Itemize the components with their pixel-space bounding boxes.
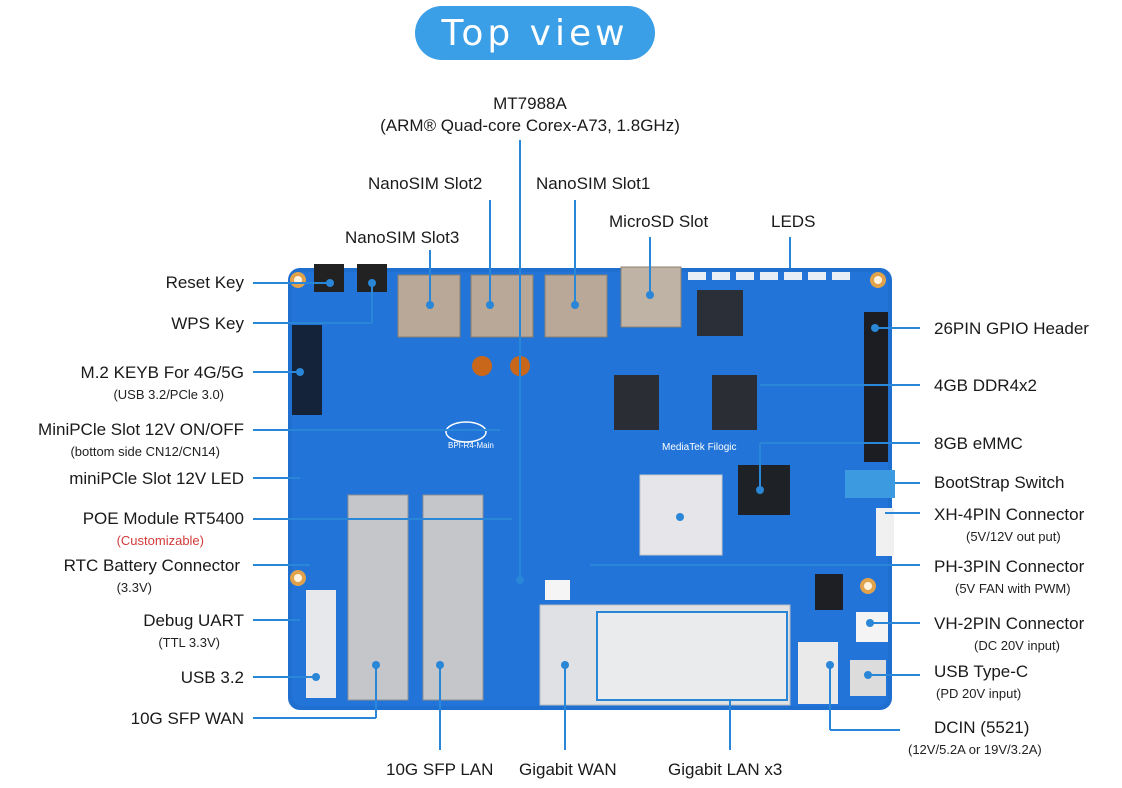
callout-lines: [253, 140, 920, 750]
title-text: Top view: [441, 12, 629, 54]
title-pill: Top view: [415, 6, 655, 60]
fan-connector: [545, 580, 570, 600]
callout-gpio: 26PIN GPIO Header: [934, 319, 1089, 338]
bootstrap-switch: [845, 470, 895, 498]
callout-rtc: RTC Battery Connector: [63, 556, 240, 575]
ddr-chip-1: [614, 375, 659, 430]
model-text: BPI-R4-Main: [448, 441, 494, 450]
callout-gbe-lan: Gigabit LAN x3: [668, 760, 783, 779]
chip-u10: [697, 290, 743, 336]
sfp-wan-cage: [347, 494, 409, 701]
sfp-lan-cage: [422, 494, 484, 701]
reset-key: [314, 264, 344, 292]
callout-xh4-sub: (5V/12V out put): [966, 529, 1061, 544]
callout-ddr: 4GB DDR4x2: [934, 376, 1037, 395]
gpio-header: [864, 312, 888, 462]
callout-microsd: MicroSD Slot: [609, 212, 709, 231]
callout-ph3-sub: (5V FAN with PWM): [955, 581, 1071, 596]
inductor-101: [815, 574, 843, 610]
callout-wps: WPS Key: [171, 314, 244, 333]
bpi-logo: [445, 421, 487, 443]
callout-reset: Reset Key: [165, 273, 244, 292]
callout-dcin: DCIN (5521): [934, 718, 1030, 737]
callout-emmc: 8GB eMMC: [934, 434, 1023, 453]
callout-m2: M.2 KEYB For 4G/5G: [80, 363, 244, 382]
callout-minipcie-onoff: MiniPCle Slot 12V ON/OFF: [38, 420, 244, 439]
usb32-port: [306, 590, 336, 698]
callout-uart: Debug UART: [143, 611, 244, 630]
callout-m2-sub: (USB 3.2/PCle 3.0): [113, 387, 224, 402]
callout-minipcie-led: miniPCle Slot 12V LED: [69, 469, 244, 488]
ddr-chip-2: [712, 375, 757, 430]
callout-usb32: USB 3.2: [180, 668, 244, 687]
callout-poe-sub: (Customizable): [116, 533, 204, 548]
callout-soc: MT7988A: [493, 94, 567, 113]
callout-sfp-lan: 10G SFP LAN: [386, 760, 494, 779]
callout-bootstrap: BootStrap Switch: [934, 473, 1065, 492]
dcin-jack: [798, 642, 838, 704]
callout-xh4: XH-4PIN Connector: [934, 505, 1085, 524]
callout-gbe-wan: Gigabit WAN: [519, 760, 617, 779]
callout-usbc-sub: (PD 20V input): [936, 686, 1022, 701]
gbe-lan-outline: [596, 611, 788, 701]
xh4-connector: [876, 508, 894, 556]
callout-dcin-sub: (12V/5.2A or 19V/3.2A): [908, 742, 1042, 757]
sim2-slot: [470, 274, 534, 338]
callout-rtc-sub: (3.3V): [116, 580, 152, 595]
callout-sim3: NanoSIM Slot3: [345, 228, 460, 247]
callout-minipcie-onoff-sub: (bottom side CN12/CN14): [70, 444, 220, 459]
soc-vendor-text: MediaTek Filogic: [662, 442, 736, 453]
callout-uart-sub: (TTL 3.3V): [158, 635, 220, 650]
callout-vh2: VH-2PIN Connector: [934, 614, 1085, 633]
callout-leds: LEDS: [771, 212, 816, 231]
m2-slot: [292, 325, 322, 415]
standoff: [472, 356, 492, 376]
callout-vh2-sub: (DC 20V input): [974, 638, 1060, 653]
callout-dots: [296, 279, 879, 681]
vh2-connector: [856, 612, 888, 642]
callout-sim1: NanoSIM Slot1: [536, 174, 651, 193]
led-row: [688, 272, 850, 280]
callout-usbc: USB Type-C: [934, 662, 1029, 681]
callout-ph3: PH-3PIN Connector: [934, 557, 1085, 576]
callout-sfp-wan: 10G SFP WAN: [130, 709, 244, 728]
callout-poe: POE Module RT5400: [82, 509, 244, 528]
callout-soc-sub: (ARM® Quad-core Corex-A73, 1.8GHz): [380, 116, 680, 135]
callout-sim2: NanoSIM Slot2: [368, 174, 483, 193]
